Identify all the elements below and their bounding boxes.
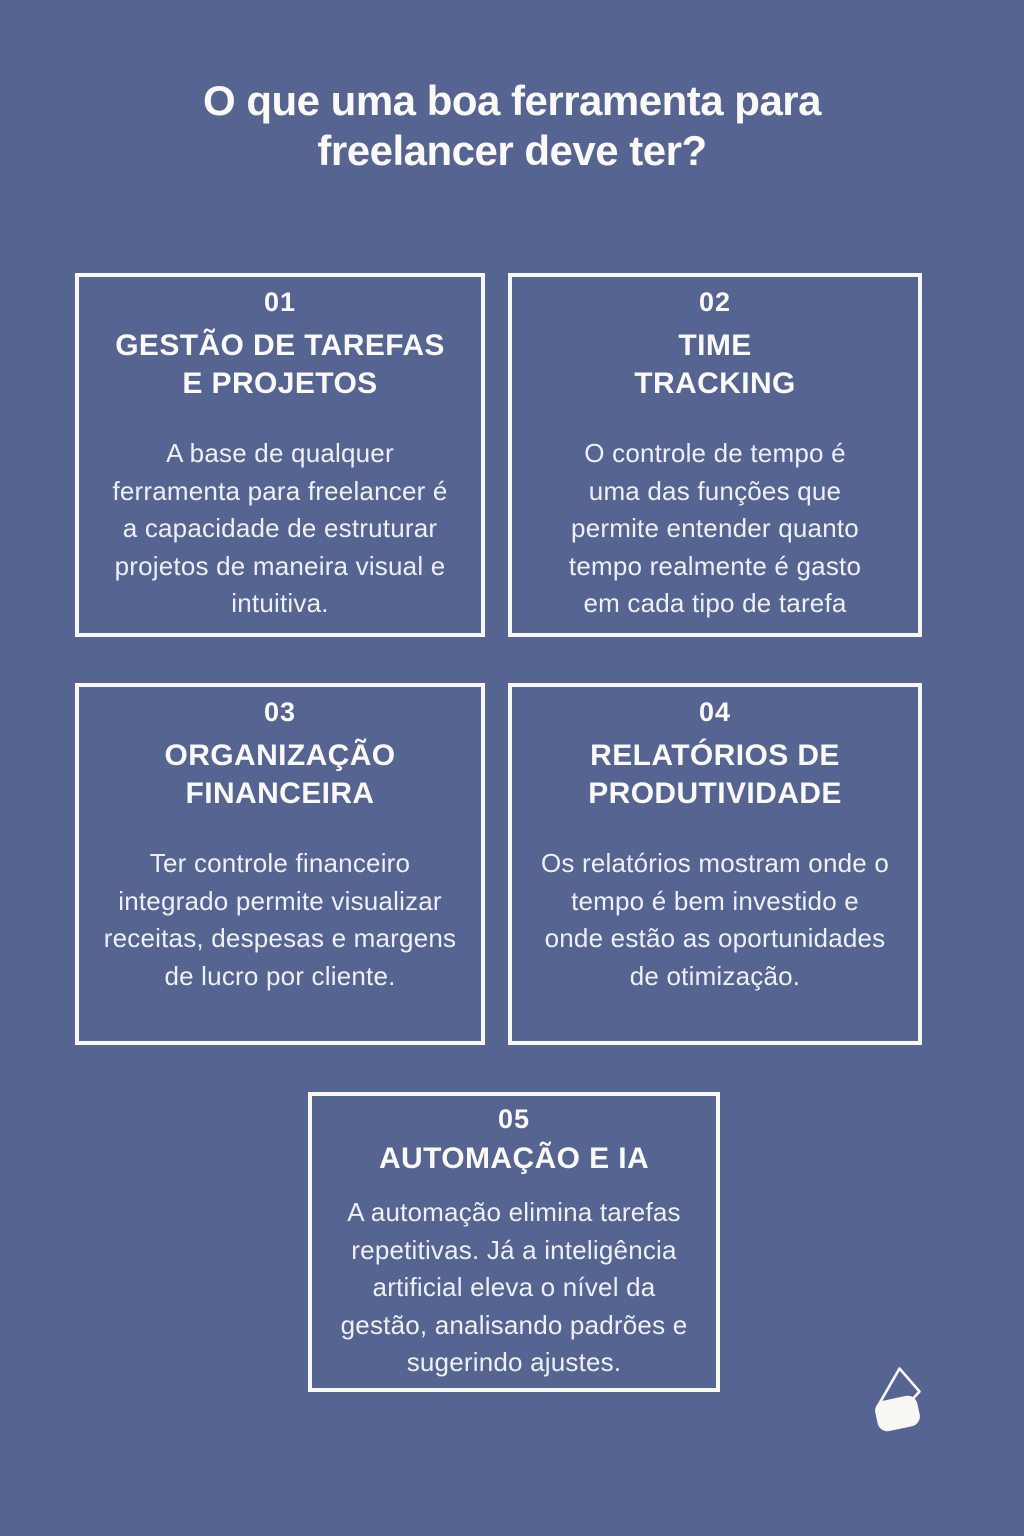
card-number: 05 — [497, 1104, 531, 1134]
card-title: ORGANIZAÇÃO FINANCEIRA — [164, 739, 396, 810]
card-body: Os relatórios mostram onde o tempo é bem… — [540, 848, 890, 991]
folded-page-icon — [875, 1367, 923, 1435]
card-title: GESTÃO DE TAREFAS E PROJETOS — [115, 329, 445, 400]
feature-card-05: 05 AUTOMAÇÃO E IA A automação elimina ta… — [308, 1092, 720, 1392]
card-title: RELATÓRIOS DE PRODUTIVIDADE — [588, 739, 842, 810]
card-title: AUTOMAÇÃO E IA — [378, 1142, 650, 1175]
feature-card-01: 01 GESTÃO DE TAREFAS E PROJETOS A base d… — [75, 273, 485, 637]
feature-card-02: 02 TIME TRACKING O controle de tempo é u… — [508, 273, 922, 637]
feature-card-03: 03 ORGANIZAÇÃO FINANCEIRA Ter controle f… — [75, 683, 485, 1045]
card-number: 03 — [263, 697, 297, 727]
page-title: O que uma boa ferramenta para freelancer… — [202, 77, 822, 174]
card-body: A base de qualquer ferramenta para freel… — [112, 438, 448, 618]
feature-card-04: 04 RELATÓRIOS DE PRODUTIVIDADE Os relató… — [508, 683, 922, 1045]
card-number: 02 — [698, 287, 732, 317]
card-body: Ter controle financeiro integrado permit… — [103, 848, 457, 991]
card-body: A automação elimina tarefas repetitivas.… — [340, 1197, 688, 1377]
card-body: O controle de tempo é uma das funções qu… — [568, 438, 862, 618]
card-title: TIME TRACKING — [634, 329, 796, 400]
card-number: 04 — [698, 697, 732, 727]
card-number: 01 — [263, 287, 297, 317]
